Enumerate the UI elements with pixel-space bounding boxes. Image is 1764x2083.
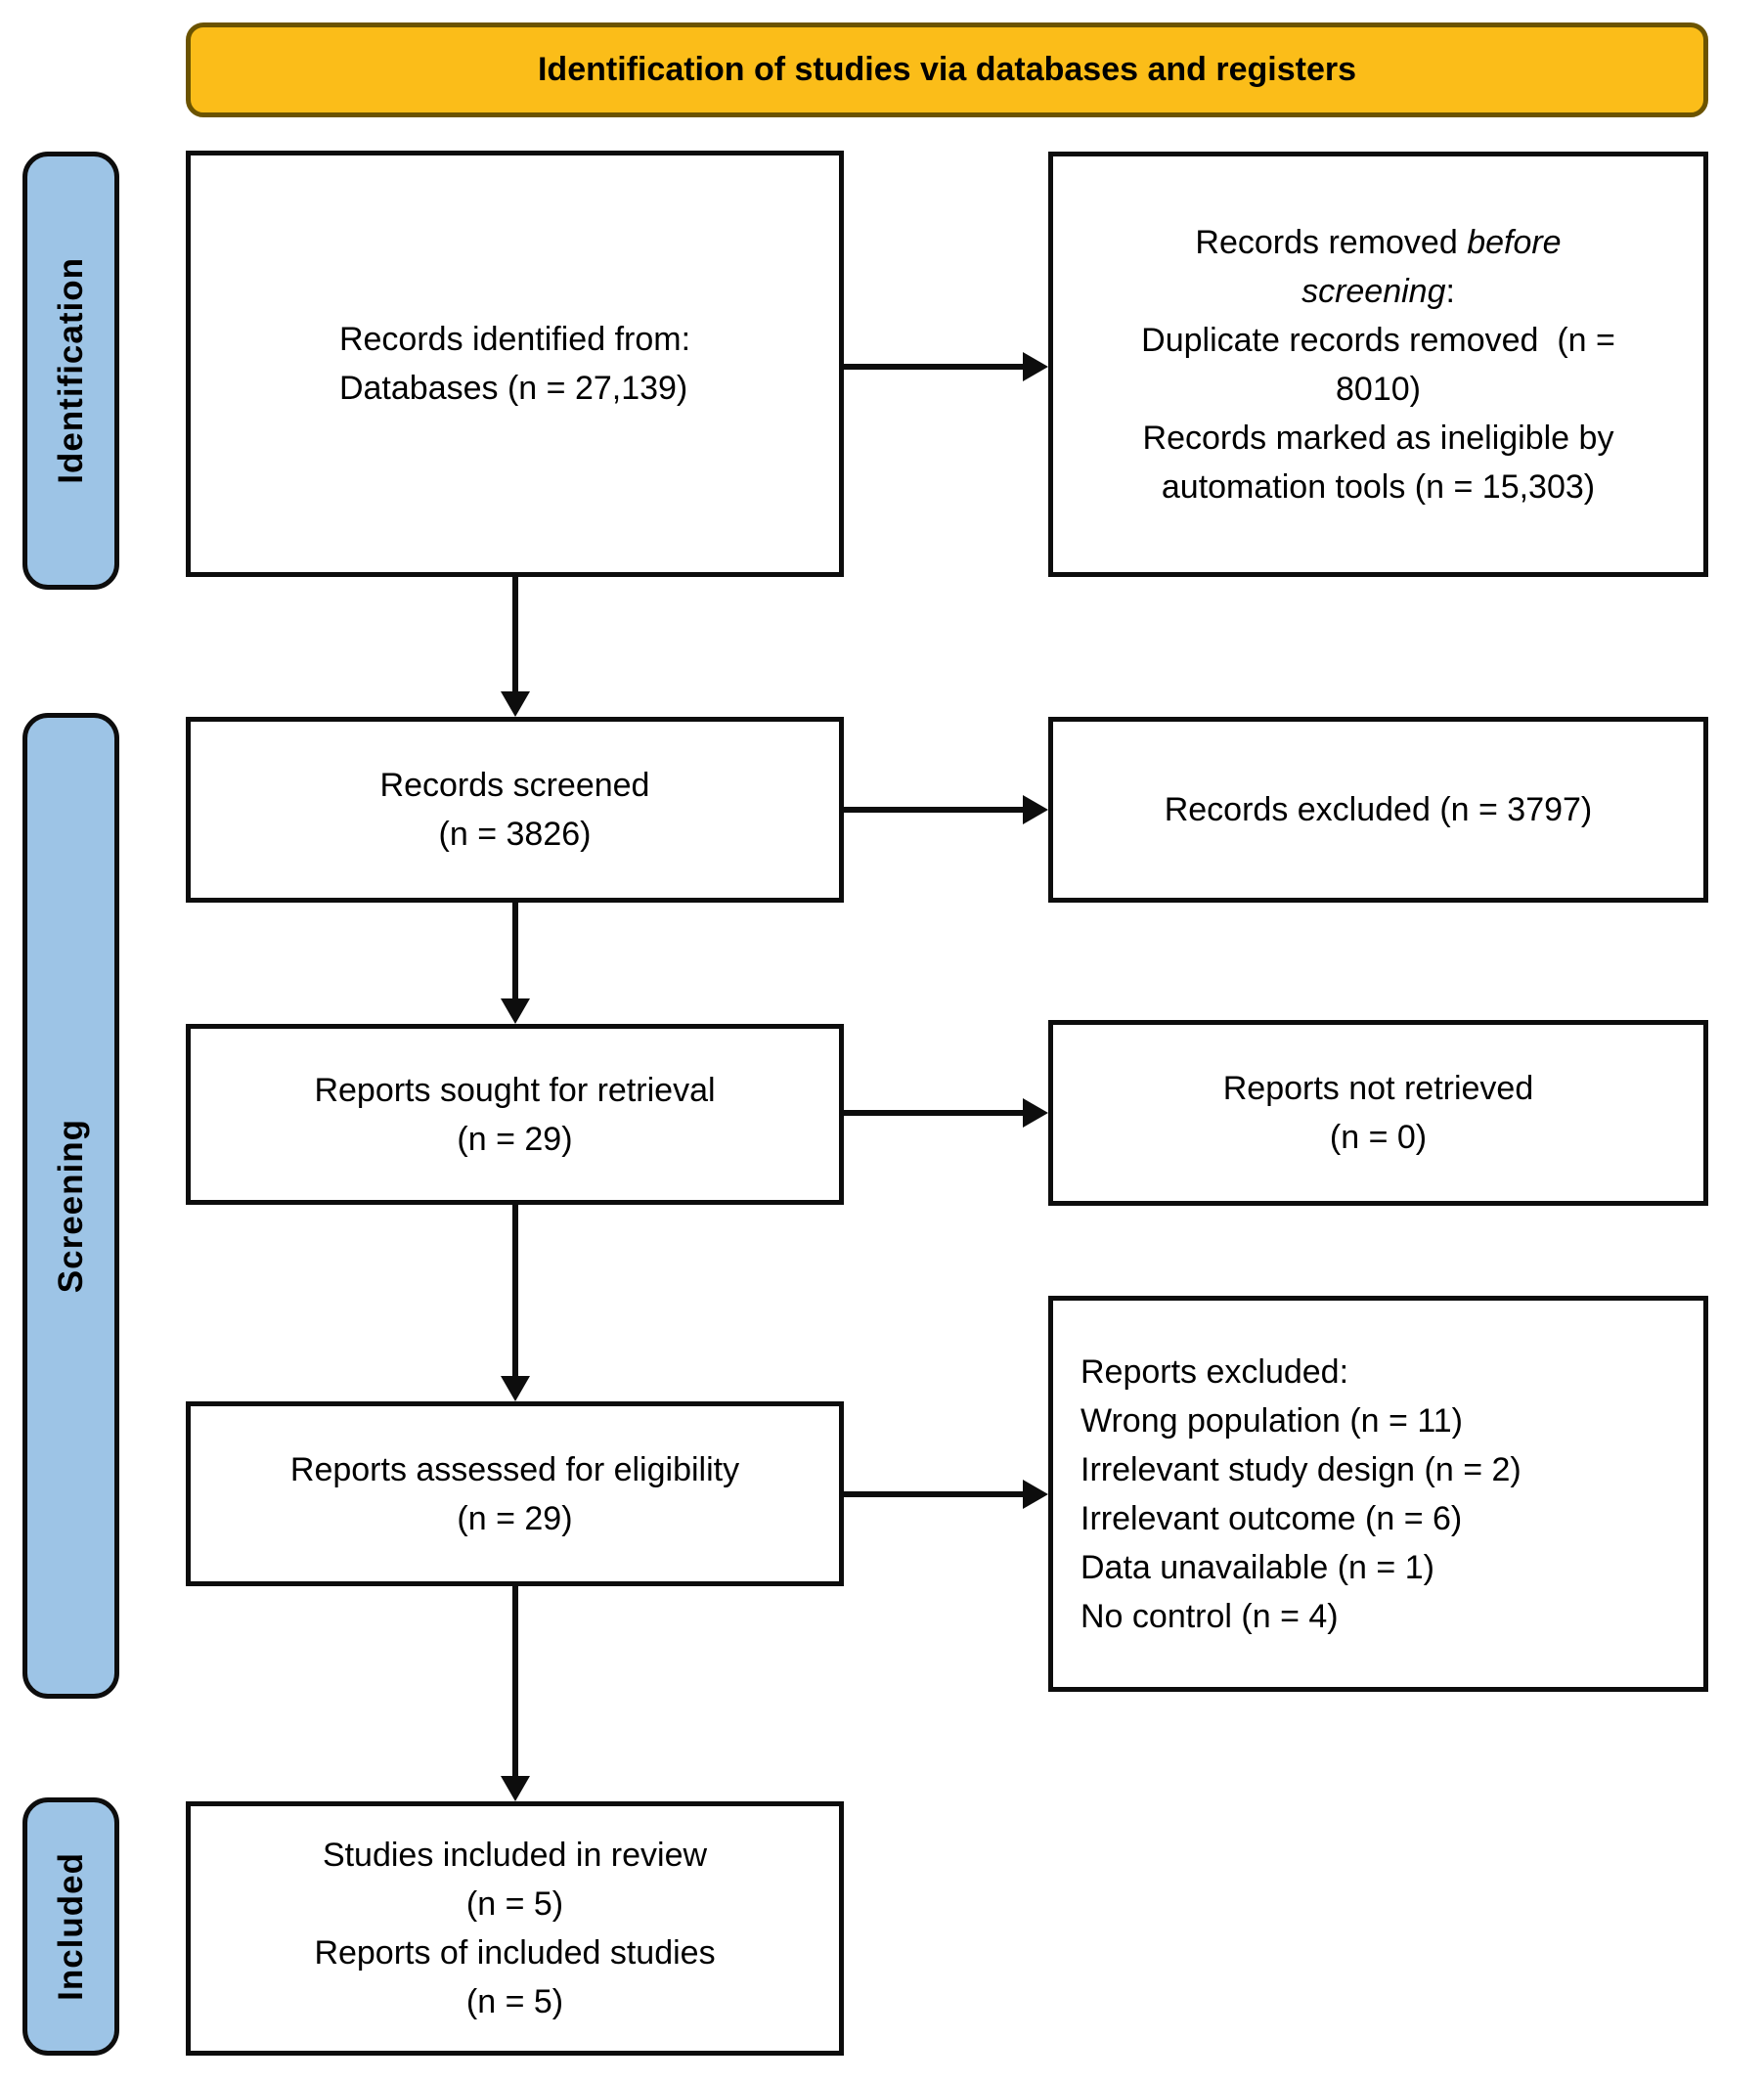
arrowhead-sought-to-notretrieved: [1023, 1098, 1048, 1128]
arrowhead-sought-to-assessed: [501, 1376, 530, 1401]
box-reports-sought: Reports sought for retrieval (n = 29): [186, 1024, 844, 1205]
arrowhead-assessed-to-reportsexcluded: [1023, 1480, 1048, 1509]
box-reports-sought-text: Reports sought for retrieval (n = 29): [314, 1071, 716, 1158]
box-reports-not-retrieved: Reports not retrieved (n = 0): [1048, 1020, 1708, 1206]
arrowhead-identified-to-screened: [501, 691, 530, 717]
records-removed-italic-before: before: [1467, 223, 1562, 261]
arrow-line-sought-to-assessed: [512, 1203, 518, 1378]
arrow-line-assessed-to-reportsexcluded: [842, 1491, 1025, 1497]
records-removed-colon: :: [1445, 272, 1455, 310]
banner-title-text: Identification of studies via databases …: [537, 51, 1357, 88]
arrow-line-identified-to-removed: [842, 364, 1025, 370]
phase-bar-included: Included: [22, 1797, 119, 2056]
box-records-screened-text: Records screened (n = 3826): [379, 767, 650, 853]
arrow-line-assessed-to-included: [512, 1584, 518, 1778]
arrowhead-screened-to-sought: [501, 998, 530, 1024]
box-studies-included: Studies included in review (n = 5) Repor…: [186, 1801, 844, 2056]
banner-title: Identification of studies via databases …: [186, 22, 1708, 117]
arrowhead-identified-to-removed: [1023, 352, 1048, 381]
phase-label-identification: Identification: [51, 257, 90, 484]
box-reports-assessed: Reports assessed for eligibility (n = 29…: [186, 1401, 844, 1586]
box-records-identified: Records identified from: Databases (n = …: [186, 151, 844, 577]
phase-label-included: Included: [51, 1852, 90, 2001]
box-records-identified-text: Records identified from: Databases (n = …: [338, 321, 691, 407]
phase-label-screening: Screening: [51, 1118, 90, 1294]
arrow-line-screened-to-excluded: [842, 807, 1025, 813]
arrowhead-screened-to-excluded: [1023, 795, 1048, 824]
arrow-line-identified-to-screened: [512, 575, 518, 695]
phase-bar-screening: Screening: [22, 713, 119, 1699]
box-records-excluded-text: Records excluded (n = 3797): [1164, 791, 1593, 828]
box-records-excluded: Records excluded (n = 3797): [1048, 717, 1708, 903]
phase-bar-identification: Identification: [22, 152, 119, 590]
box-records-removed: Records removed before screening: Duplic…: [1048, 152, 1708, 577]
records-removed-italic-screening: screening: [1301, 272, 1446, 310]
box-reports-excluded-text: Reports excluded: Wrong population (n = …: [1080, 1352, 1521, 1635]
arrowhead-assessed-to-included: [501, 1776, 530, 1801]
box-reports-excluded: Reports excluded: Wrong population (n = …: [1048, 1296, 1708, 1692]
box-reports-assessed-text: Reports assessed for eligibility (n = 29…: [289, 1450, 740, 1537]
arrow-line-screened-to-sought: [512, 901, 518, 1000]
box-reports-not-retrieved-text: Reports not retrieved (n = 0): [1222, 1070, 1534, 1156]
box-studies-included-text: Studies included in review (n = 5) Repor…: [314, 1837, 716, 2020]
box-records-removed-text: Records removed before screening: Duplic…: [1141, 223, 1615, 506]
records-removed-prefix: Records removed: [1195, 223, 1468, 261]
box-records-screened: Records screened (n = 3826): [186, 717, 844, 903]
arrow-line-sought-to-notretrieved: [842, 1110, 1025, 1116]
